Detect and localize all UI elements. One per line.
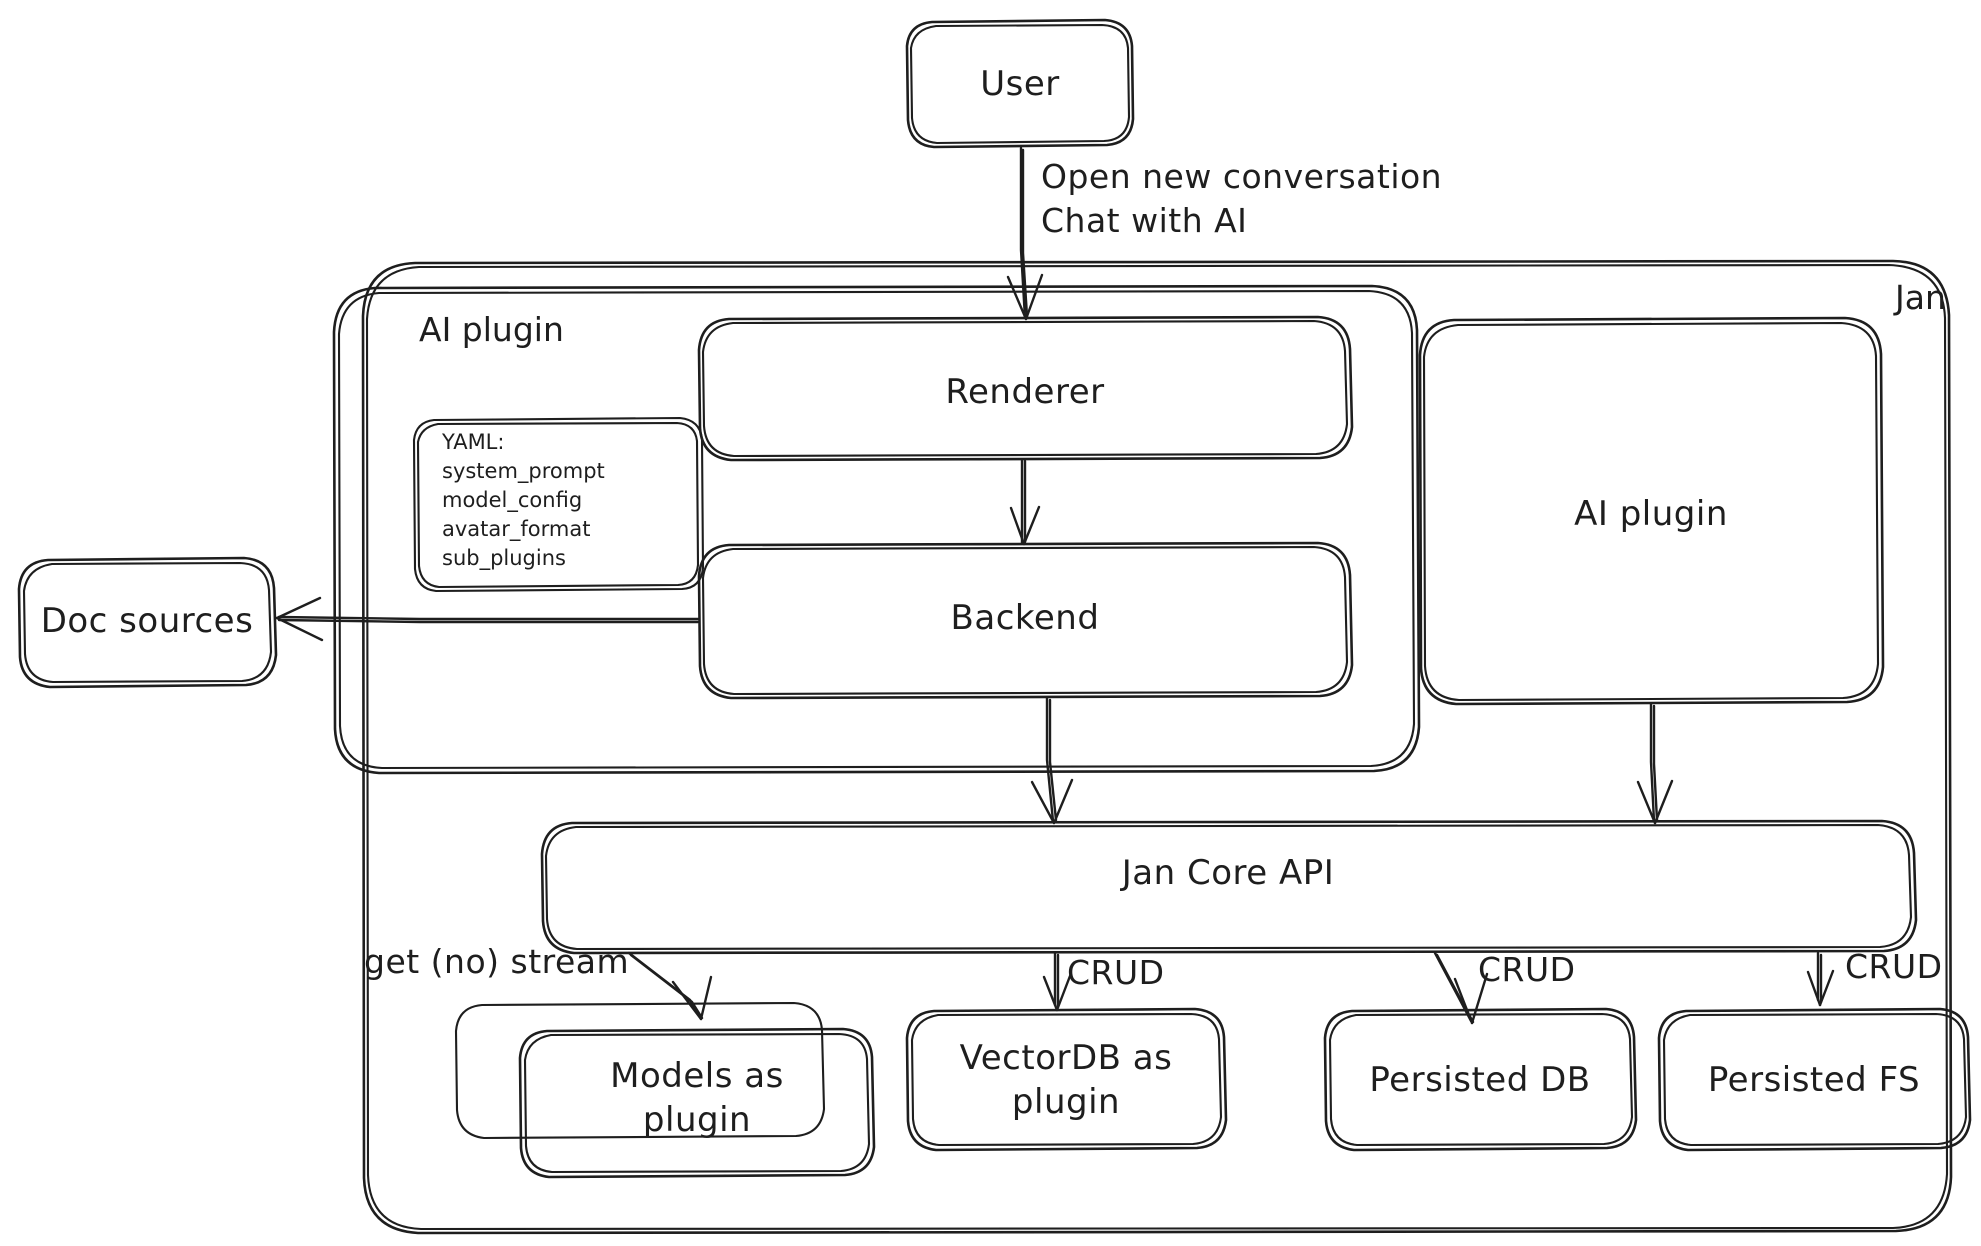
persisted-fs-node[interactable] <box>1659 1009 1971 1151</box>
ai-plugin-group-label: AI plugin <box>419 310 564 349</box>
edge-backend-to-jan-core-api <box>1030 696 1074 825</box>
vectordb-plugin-node[interactable] <box>907 1009 1227 1151</box>
edge-user-to-renderer <box>1006 146 1044 321</box>
edge-backend-to-doc-sources <box>275 596 700 642</box>
doc-sources-node[interactable] <box>19 558 277 688</box>
edge-renderer-to-backend <box>1009 458 1041 546</box>
jan-container-label: Jan <box>1895 278 1946 317</box>
persisted-db-node[interactable] <box>1325 1009 1636 1151</box>
edge-ai-plugin-to-jan-core-api <box>1636 702 1674 825</box>
edge-jan-core-api-to-vectordb-plugin <box>1042 951 1072 1012</box>
edge-jan-core-api-to-persisted-fs <box>1806 951 1835 1007</box>
edge-label-user-to-renderer: Open new conversation Chat with AI <box>1041 157 1443 240</box>
ai-plugin-right-node[interactable] <box>1420 318 1884 705</box>
edge-label-crud-persisted-db: CRUD <box>1478 950 1576 989</box>
backend-node[interactable] <box>699 543 1353 699</box>
user-node[interactable] <box>907 20 1134 148</box>
renderer-node[interactable] <box>699 317 1353 461</box>
edge-label-crud-vectordb: CRUD <box>1067 953 1165 992</box>
models-plugin-node[interactable] <box>456 1003 875 1178</box>
yaml-config-node[interactable] <box>414 418 704 592</box>
jan-core-api-node[interactable] <box>542 821 1917 954</box>
